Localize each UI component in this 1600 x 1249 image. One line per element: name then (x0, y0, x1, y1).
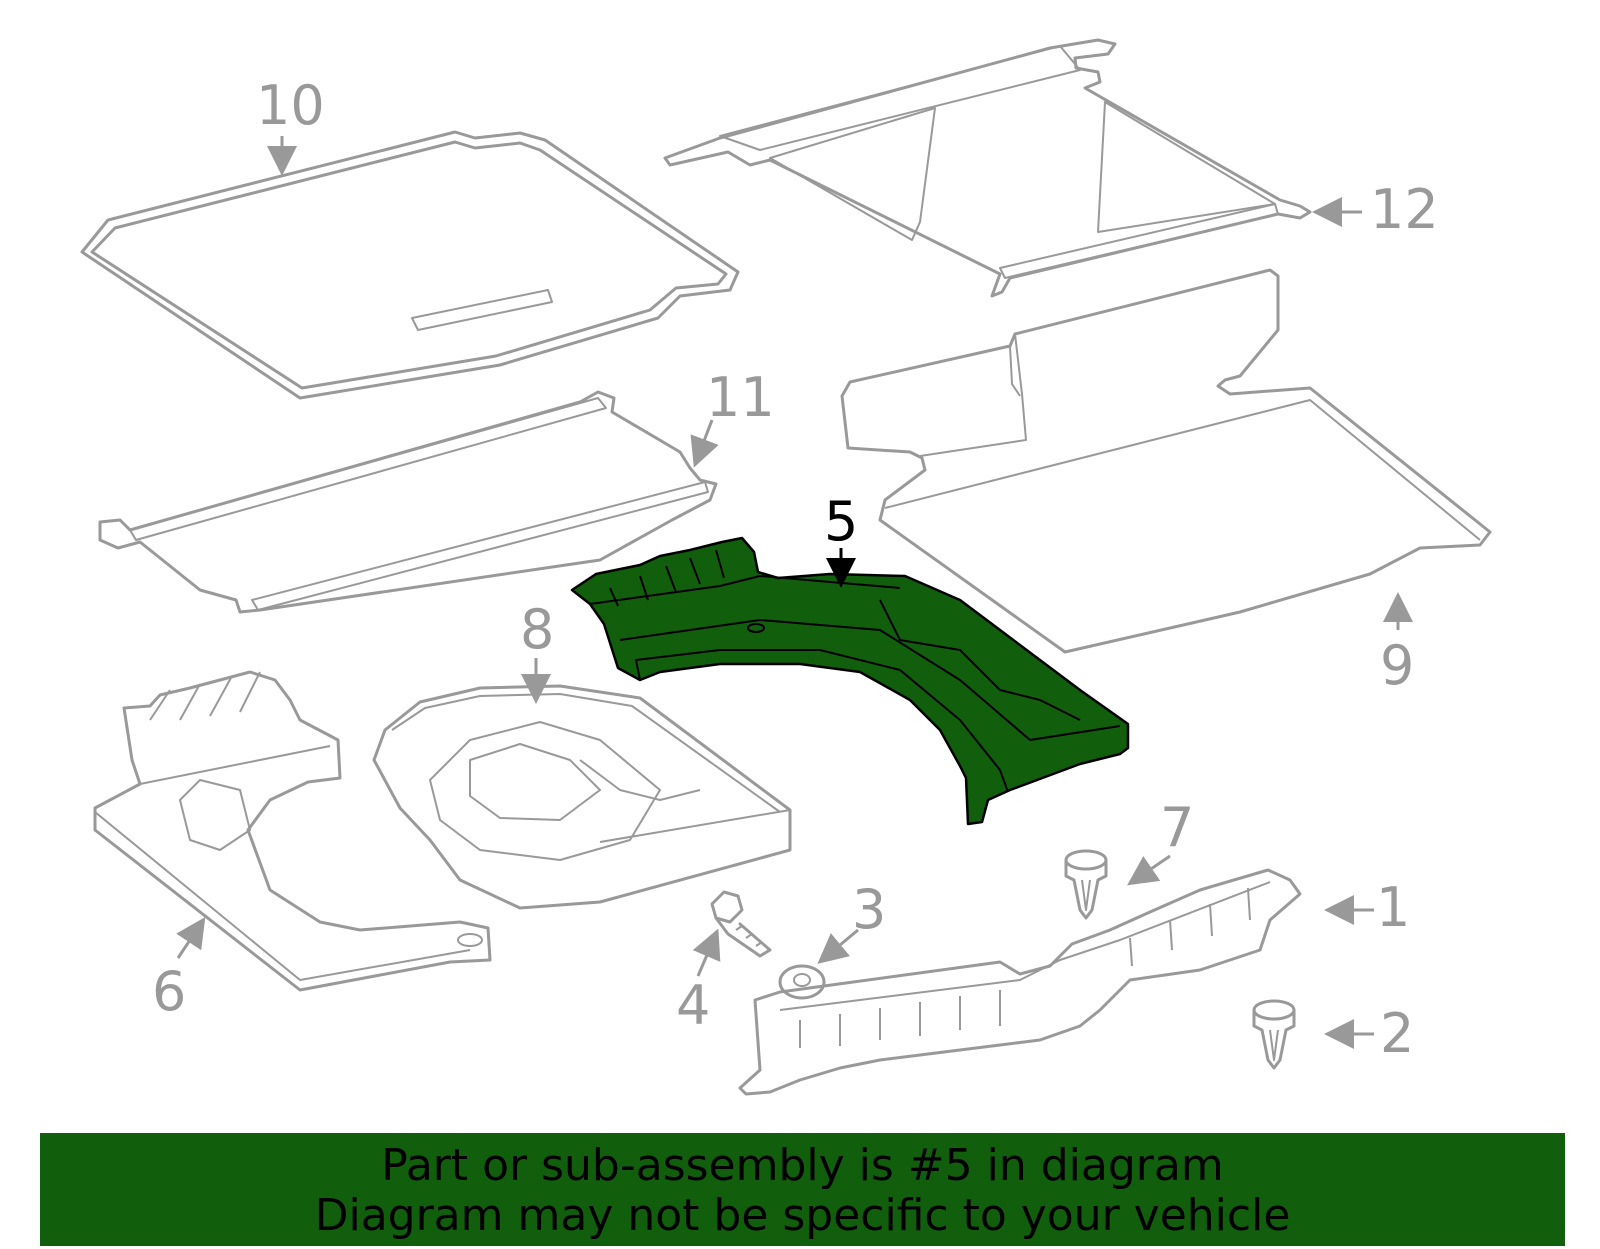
callout-7: 7 (1160, 796, 1194, 859)
callout-3: 3 (852, 878, 886, 941)
leader-lines (176, 136, 1413, 1049)
callout-12: 12 (1370, 178, 1439, 241)
part-12-cargo-net[interactable] (663, 38, 1312, 298)
part-9-floor-board[interactable] (840, 268, 1492, 654)
callout-6: 6 (152, 960, 186, 1023)
part-10-cargo-mat[interactable] (80, 130, 740, 400)
part-11-tonneau-cover[interactable] (98, 390, 718, 614)
part-6-storage-tray[interactable] (93, 670, 492, 992)
leader-3 (817, 928, 859, 964)
banner-line-1: Part or sub-assembly is #5 in diagram (381, 1140, 1224, 1191)
leader-4 (692, 928, 721, 977)
callout-4: 4 (676, 974, 710, 1037)
callout-11: 11 (706, 366, 775, 429)
part-2-clip[interactable] (1252, 999, 1296, 1070)
banner-line-2: Diagram may not be specific to your vehi… (314, 1190, 1291, 1241)
part-1-bracket[interactable] (738, 868, 1302, 1096)
callout-10: 10 (256, 74, 325, 137)
leader-11 (690, 419, 719, 468)
part-5-deck-board[interactable] (570, 536, 1130, 826)
callout-1: 1 (1376, 876, 1410, 939)
callout-8: 8 (520, 598, 554, 661)
callout-2: 2 (1380, 1002, 1414, 1065)
leader-6 (176, 917, 206, 959)
info-banner: Part or sub-assembly is #5 in diagram Di… (40, 1133, 1565, 1246)
part-4-bolt[interactable] (710, 890, 772, 958)
part-8-spare-tire-tray[interactable] (372, 684, 792, 910)
callout-9: 9 (1380, 634, 1414, 697)
part-3-nut[interactable] (778, 964, 826, 1000)
callout-5: 5 (824, 490, 858, 553)
callout-labels: 10 12 11 9 5 8 7 1 3 4 2 6 (152, 74, 1439, 1065)
part-7-clip[interactable] (1064, 849, 1108, 920)
leader-7 (1127, 854, 1171, 886)
